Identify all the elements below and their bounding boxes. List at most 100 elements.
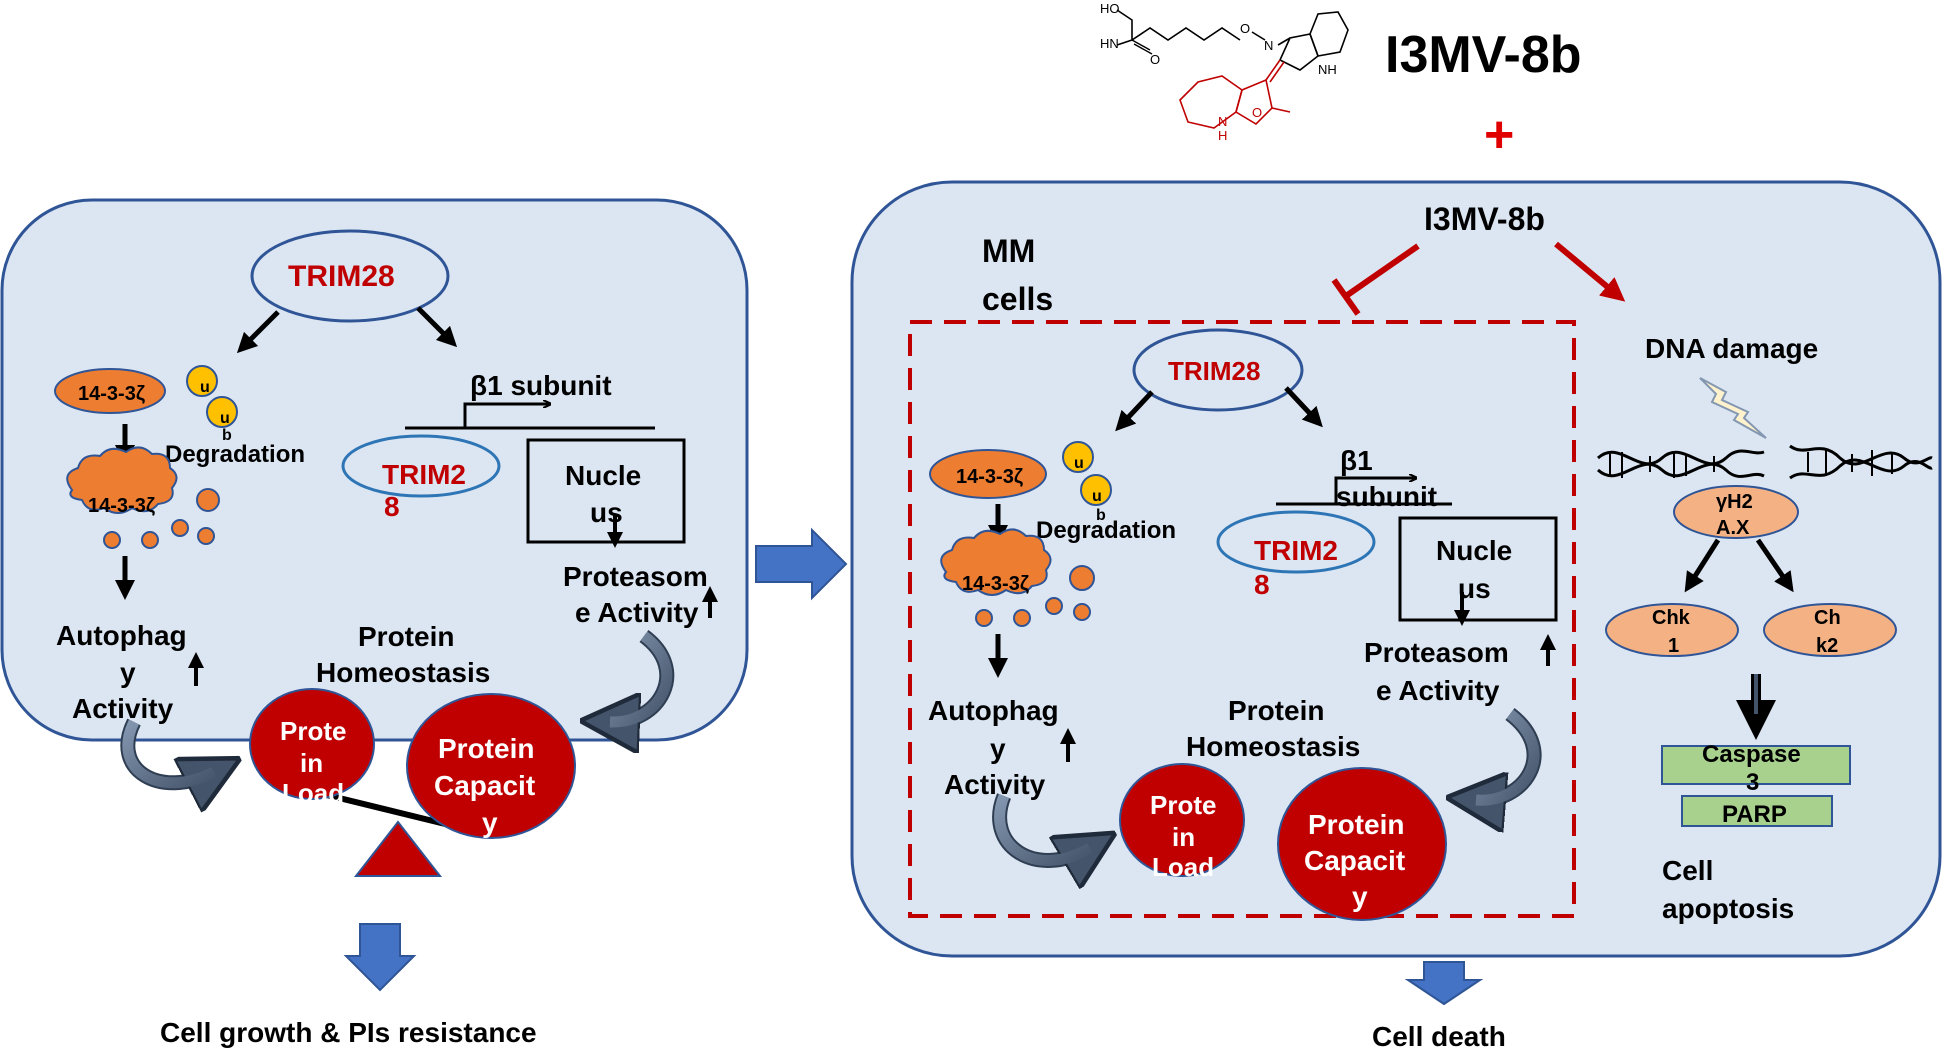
right-autophagy-line1: Autophag [928,695,1059,726]
inhibited-region-box [908,320,1576,918]
h2ax-line2: A.X [1716,517,1750,539]
left-1433-aggregate [66,446,178,514]
right-promoter-arrow [1334,478,1416,504]
dna-damage-label: DNA damage [1645,333,1818,364]
right-trim28-small-oval [1216,510,1376,574]
right-protein-capacity-circle [1277,767,1447,921]
left-ub-text-2: u [220,410,230,427]
left-1433-protein [54,368,166,414]
right-ub-sub: b [1096,507,1106,524]
right-1433-aggregate [940,528,1052,596]
left-outcome-label: Cell growth & PIs resistance [160,1017,537,1048]
arrow-h2ax-to-chk2 [1755,538,1794,593]
right-frag [1073,603,1091,621]
right-nucleus-line1: Nucle [1436,535,1512,566]
left-nucleus-box [526,438,686,544]
dna-rungs [1609,450,1893,478]
left-outcome-arrow [343,923,417,992]
h-bottom-label: H [1218,128,1227,143]
left-curve-arrow-proteasome-fill [609,631,673,728]
right-outcome-arrow [1404,961,1484,1006]
right-autophagy-line2: y [990,733,1006,764]
caspase-line1: Caspase [1702,741,1801,768]
right-proteasome-line1: Proteasom [1364,637,1509,668]
right-capacity-line1: Protein [1308,809,1404,840]
right-1433-label: 14-3-3ζ [956,466,1023,488]
left-1433-label: 14-3-3ζ [78,383,145,405]
right-ub-text-2: u [1092,488,1102,505]
left-ub-1 [186,365,218,397]
right-load-line2: in [1172,822,1195,852]
lightning-icon [1699,377,1767,439]
chain-bonds [1116,9,1241,46]
left-nucleus-line2: us [590,497,623,528]
right-1433-agg-label: 14-3-3ζ [962,573,1029,595]
right-nucleus-box [1398,516,1558,622]
right-trim28-small-line2: 8 [1254,569,1270,600]
left-beta1-label: β1 subunit [470,370,612,401]
left-load-line2: in [300,748,323,778]
chk1-oval [1605,603,1739,657]
right-outcome-label: Cell death [1372,1021,1506,1049]
left-degradation-label: Degradation [165,441,305,468]
left-proteasome-line1: Proteasom [563,561,708,592]
left-frag [103,531,121,549]
right-degradation-label: Degradation [1036,517,1176,544]
left-autophagy-line2: y [120,657,136,688]
h2ax-line1: γH2 [1716,491,1753,513]
right-beta1-line2: subunit [1336,481,1437,512]
left-load-line3: Load [282,778,344,808]
right-trim28-label: TRIM28 [1168,356,1260,386]
ho-label: HO [1100,1,1120,16]
mm-cells-line1: MM [982,233,1035,269]
right-ub-text-1: u [1074,455,1084,472]
left-1433-agg-label: 14-3-3ζ [88,495,155,517]
left-trim28-small-line1: TRIM2 [382,459,466,490]
carbonyl-o-label: O [1150,52,1160,67]
mm-cells-line2: cells [982,281,1053,317]
right-load-line1: Prote [1150,790,1216,820]
right-protein-load-circle [1119,763,1245,877]
plus-sign: + [1484,106,1514,164]
left-frag [141,531,159,549]
nh-top-label: NH [1318,62,1337,77]
left-ub-2 [206,396,238,428]
compound-title: I3MV-8b [1385,26,1582,84]
right-homeostasis-line1: Protein [1228,695,1324,726]
left-curve-arrow-autophagy-fill [122,719,217,789]
left-protein-load-circle [249,688,375,800]
left-load-line1: Prote [280,716,346,746]
left-capacity-line1: Protein [438,733,534,764]
right-1433-protein [929,449,1047,499]
right-trim28-oval [1132,328,1304,412]
drug-inhibit-bar [1331,278,1361,316]
parp-label: PARP [1722,801,1787,828]
right-frag [975,609,993,627]
left-protein-capacity-circle [406,693,576,839]
right-drug-label: I3MV-8b [1424,201,1545,237]
apoptosis-line2: apoptosis [1662,893,1794,924]
chk2-oval [1763,603,1897,657]
right-curve-arrow-autophagy-fill [994,793,1093,866]
h2ax-oval [1673,485,1799,539]
right-trim28-small-line1: TRIM2 [1254,535,1338,566]
left-capacity-line2: Capacit [434,770,535,801]
right-frag [1013,609,1031,627]
left-capacity-line3: y [482,807,498,838]
left-frag [171,519,189,537]
right-capacity-line3: y [1352,881,1368,912]
left-ub-sub: b [222,427,232,444]
oxime-n-label: N [1264,38,1273,53]
left-trim28-small-line2: 8 [384,491,400,522]
right-ub-2 [1080,474,1112,506]
chk2-line1: Ch [1814,607,1841,629]
left-arrow-trim-to-1433 [236,310,280,354]
chk1-line2: 1 [1668,635,1679,657]
apoptosis-line1: Cell [1662,855,1713,886]
left-autophagy-line1: Autophag [56,620,187,651]
right-homeostasis-line2: Homeostasis [1186,731,1360,762]
right-frag [1069,565,1095,591]
left-autophagy-line3: Activity [72,693,174,724]
chk2-line2: k2 [1816,635,1838,657]
